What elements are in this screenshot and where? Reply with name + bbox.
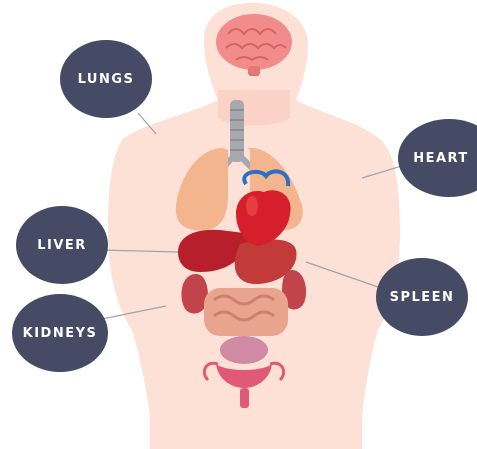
- lungs-label: LUNGS: [78, 72, 135, 87]
- spleen-label-bubble: SPLEEN: [376, 258, 468, 336]
- liver-label-bubble: LIVER: [16, 206, 108, 284]
- kidneys-label: KIDNEYS: [23, 326, 98, 341]
- cervix: [240, 388, 249, 408]
- kidneys-label-bubble: KIDNEYS: [12, 294, 108, 372]
- intestines: [204, 288, 288, 336]
- neck: [218, 90, 290, 126]
- lungs-label-bubble: LUNGS: [60, 40, 152, 118]
- bladder: [220, 336, 268, 364]
- spleen-label: SPLEEN: [390, 290, 455, 305]
- heart-label: HEART: [413, 151, 469, 166]
- liver-label: LIVER: [37, 238, 87, 253]
